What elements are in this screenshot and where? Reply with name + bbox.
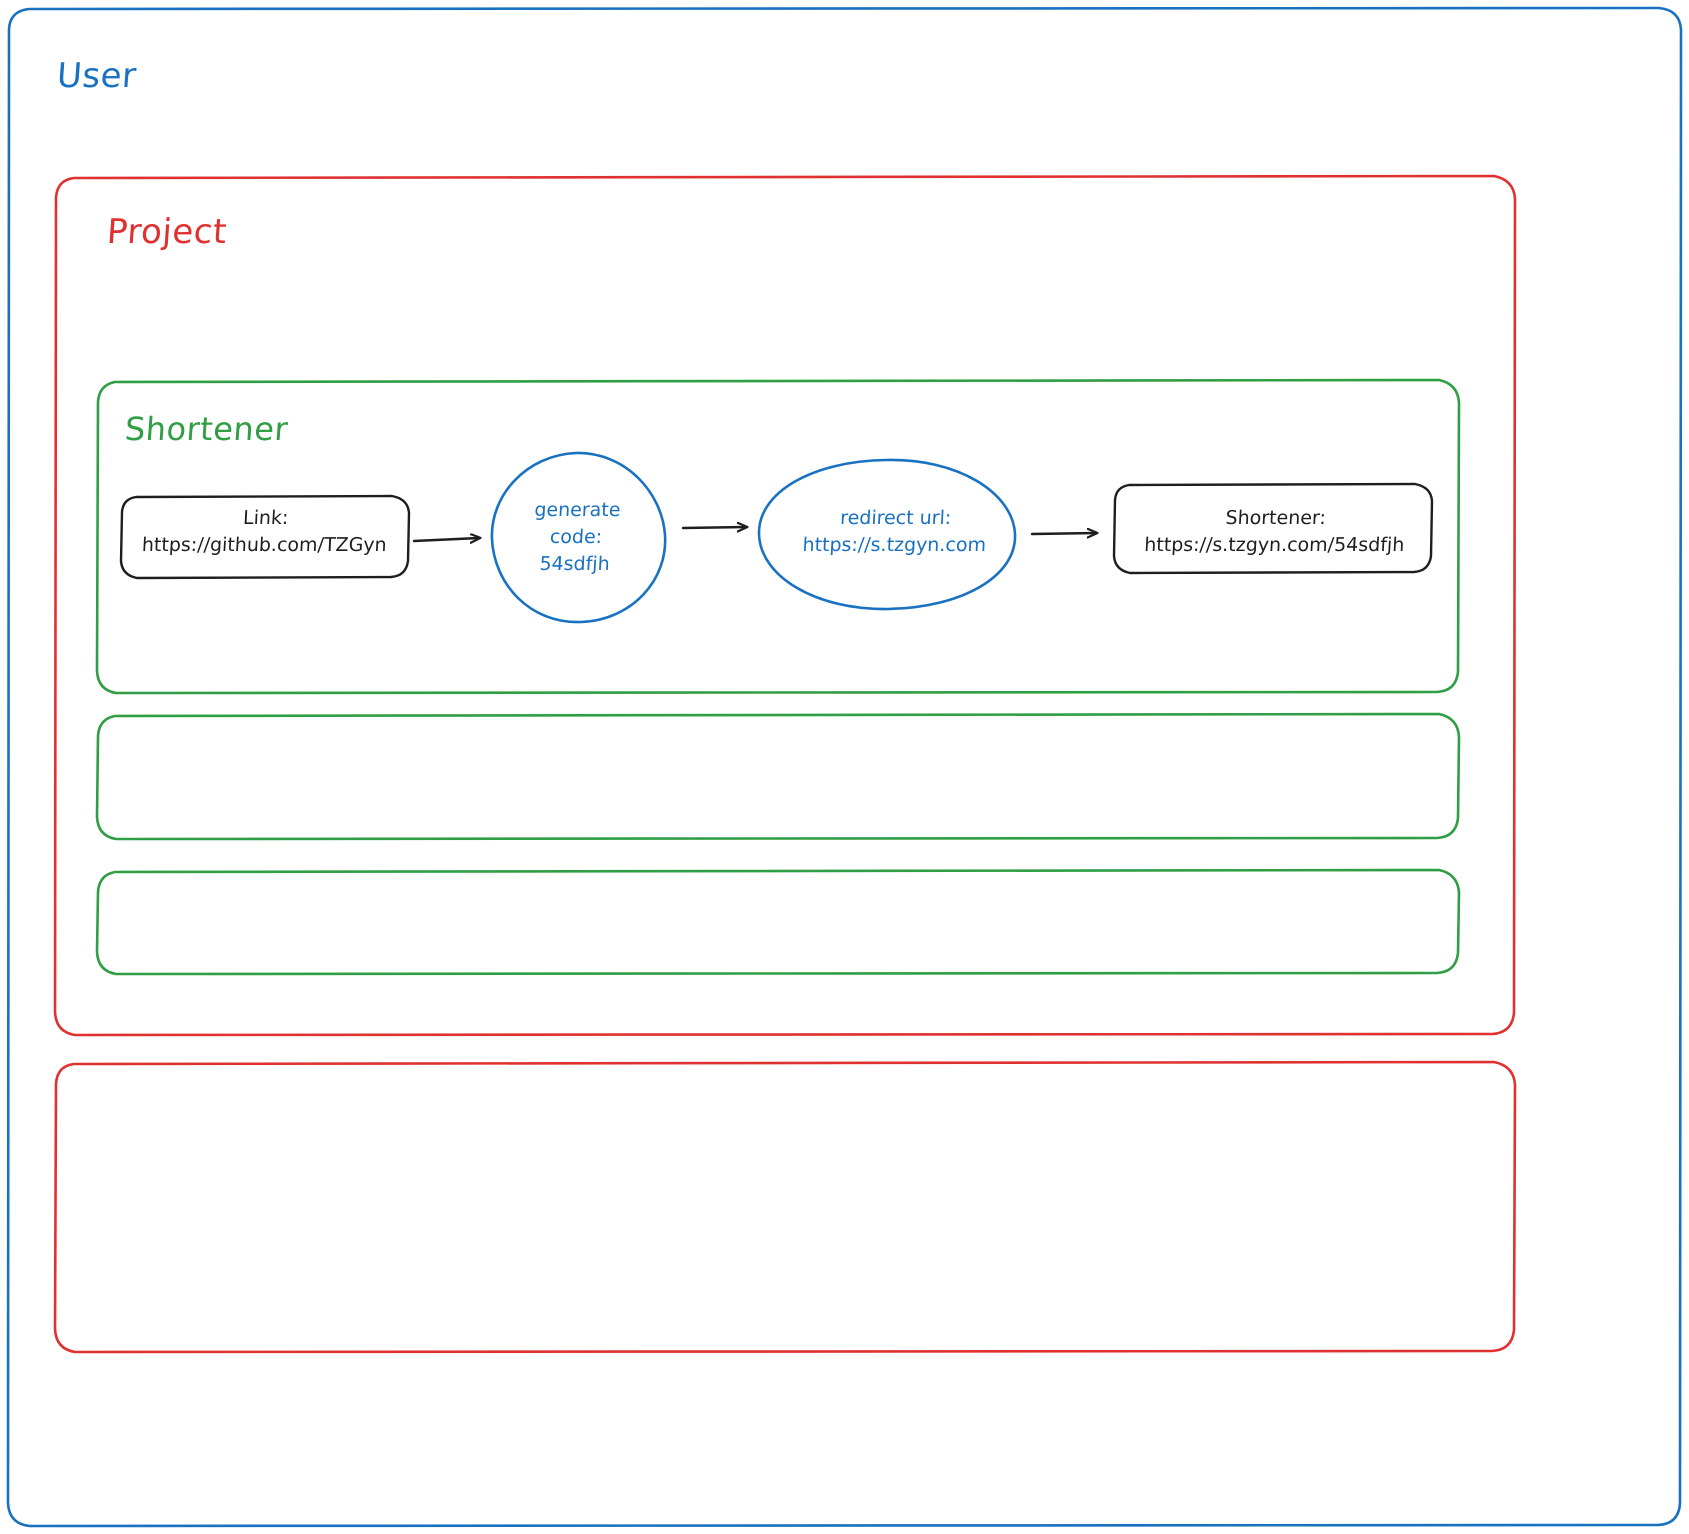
arrow-link-to-generate — [412, 538, 479, 541]
node-redirect-url[interactable] — [757, 458, 1017, 611]
node-shortener-result[interactable] — [1112, 482, 1434, 575]
frame-empty-service-1[interactable] — [95, 712, 1461, 841]
frame-label-user: User — [55, 56, 138, 96]
arrow-redirect-to-shortener — [1030, 533, 1096, 534]
frame-shortener[interactable] — [95, 378, 1461, 695]
frame-user[interactable] — [6, 6, 1683, 1528]
frame-label-shortener: Shortener — [123, 410, 290, 448]
frame-label-project: Project — [105, 212, 229, 252]
frame-empty-project-2[interactable] — [53, 1060, 1517, 1354]
node-link[interactable] — [119, 494, 411, 580]
arrow-generate-to-redirect — [681, 527, 746, 528]
node-generate-code[interactable] — [490, 451, 667, 624]
frame-project[interactable] — [53, 174, 1517, 1037]
frame-empty-service-2[interactable] — [95, 868, 1461, 976]
